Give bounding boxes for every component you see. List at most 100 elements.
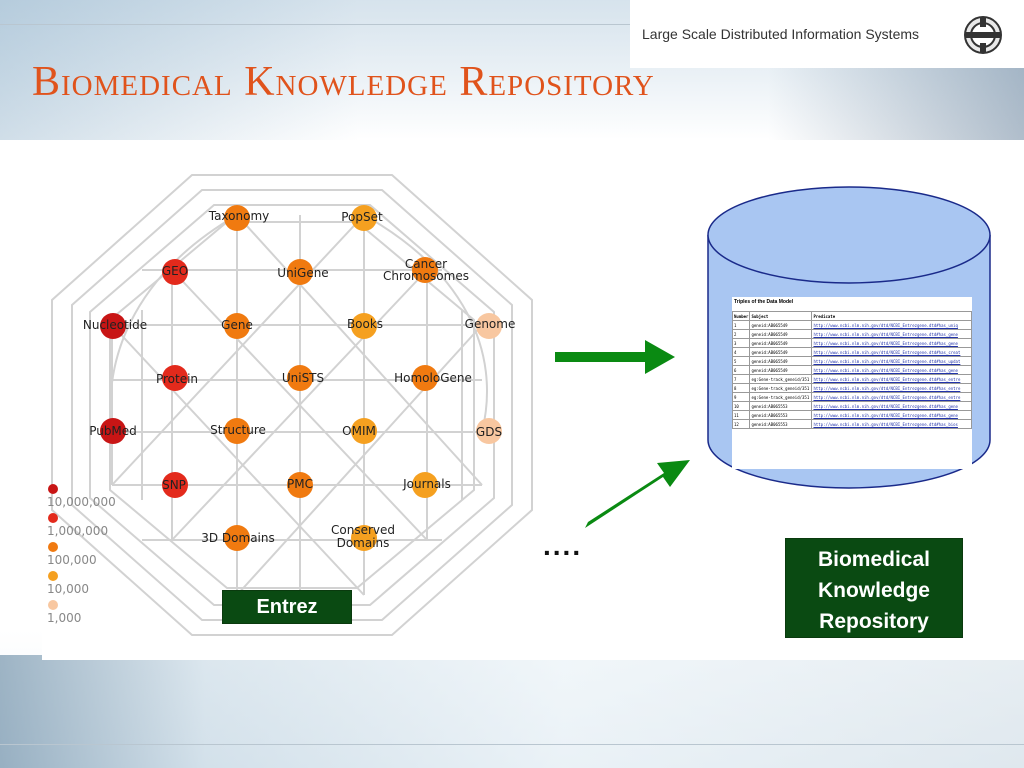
node-marker	[412, 472, 438, 498]
node-label: Chromosomes	[383, 269, 469, 283]
repository-label-line: Knowledge	[817, 579, 930, 602]
network-node-snp: SNP	[162, 472, 188, 498]
table-cell: eg:Gene-track_geneid/351	[749, 374, 813, 384]
legend-swatch	[48, 571, 58, 581]
table-cell: eg:Gene-track_geneid/351	[749, 392, 813, 402]
table-cell: 3	[732, 338, 751, 348]
node-label: HomoloGene	[394, 371, 472, 385]
network-node-homologene: HomoloGene	[394, 365, 472, 391]
predicate-link[interactable]: http://www.ncbi.nlm.nih.gov/dtd/NCBI_Ent…	[811, 356, 972, 366]
header-org-name: Large Scale Distributed Information Syst…	[642, 26, 920, 42]
table-cell: 2	[732, 329, 751, 339]
node-label: OMIM	[342, 424, 376, 438]
predicate-link[interactable]: http://www.ncbi.nlm.nih.gov/dtd/NCBI_Ent…	[811, 347, 972, 357]
node-label: UniGene	[277, 266, 328, 280]
node-marker	[412, 365, 438, 391]
table-cell: geneid:AB065549	[749, 329, 813, 339]
predicate-link[interactable]: http://www.ncbi.nlm.nih.gov/dtd/NCBI_Ent…	[811, 401, 972, 411]
column-header: Predicate	[811, 311, 972, 321]
table-cell: geneid:AB065549	[749, 347, 813, 357]
node-marker	[224, 313, 250, 339]
repository-label-box: Biomedical Knowledge Repository	[785, 538, 963, 638]
triples-table-panel: Triples of the Data Model Number Subject…	[732, 297, 972, 469]
network-node-gene: Gene	[221, 313, 253, 339]
table-cell: 4	[732, 347, 751, 357]
node-label: Cancer	[405, 257, 447, 271]
background-bottom-band	[0, 655, 1024, 768]
network-node-domains3d: 3D Domains	[201, 525, 275, 551]
predicate-link[interactable]: http://www.ncbi.nlm.nih.gov/dtd/NCBI_Ent…	[811, 374, 972, 384]
node-marker	[100, 313, 126, 339]
table-cell: geneid:AB065549	[749, 320, 813, 330]
table-cell: geneid:AB065553	[749, 410, 813, 420]
node-marker	[162, 259, 188, 285]
node-label: 3D Domains	[201, 531, 275, 545]
node-marker	[162, 365, 188, 391]
predicate-link[interactable]: http://www.ncbi.nlm.nih.gov/dtd/NCBI_Ent…	[811, 410, 972, 420]
table-cell: geneid:AB065549	[749, 338, 813, 348]
node-label: UniSTS	[282, 371, 324, 385]
table-cell: 7	[732, 374, 751, 384]
predicate-link[interactable]: http://www.ncbi.nlm.nih.gov/dtd/NCBI_Ent…	[811, 365, 972, 375]
node-label: PopSet	[341, 210, 383, 224]
table-cell: geneid:AB065553	[749, 401, 813, 411]
network-node-genome: Genome	[465, 313, 516, 339]
repository-label-line: Biomedical	[817, 548, 931, 571]
network-node-journals: Journals	[402, 472, 451, 498]
node-marker	[162, 472, 188, 498]
legend-swatch	[48, 542, 58, 552]
triples-header-row: Number Subject Predicate	[732, 311, 972, 321]
node-marker	[412, 257, 438, 283]
network-node-pubmed: PubMed	[89, 418, 137, 444]
predicate-link[interactable]: http://www.ncbi.nlm.nih.gov/dtd/NCBI_Ent…	[811, 419, 972, 429]
network-curved-links	[109, 214, 488, 433]
network-node-protein: Protein	[156, 365, 198, 391]
predicate-link[interactable]: http://www.ncbi.nlm.nih.gov/dtd/NCBI_Ent…	[811, 383, 972, 393]
table-cell: eg:Gene-track_geneid/351	[749, 383, 813, 393]
bottom-divider	[0, 744, 1024, 745]
node-label: Taxonomy	[208, 209, 270, 223]
table-cell: 5	[732, 356, 751, 366]
legend-label: 1,000,000	[47, 524, 108, 538]
node-marker	[287, 472, 313, 498]
node-label: Genome	[465, 317, 516, 331]
legend-label: 100,000	[47, 553, 97, 567]
network-node-unigene: UniGene	[277, 259, 329, 285]
predicate-link[interactable]: http://www.ncbi.nlm.nih.gov/dtd/NCBI_Ent…	[811, 338, 972, 348]
lsdis-gear-logo-icon	[964, 16, 1002, 54]
table-cell: 1	[732, 320, 751, 330]
flow-arrows	[555, 340, 690, 528]
arrow-up-right-icon	[585, 460, 690, 528]
network-node-unists: UniSTS	[282, 365, 324, 391]
predicate-link[interactable]: http://www.ncbi.nlm.nih.gov/dtd/NCBI_Ent…	[811, 320, 972, 330]
network-node-geo: GEO	[162, 259, 188, 285]
predicate-link[interactable]: http://www.ncbi.nlm.nih.gov/dtd/NCBI_Ent…	[811, 329, 972, 339]
network-ring-2	[71, 189, 513, 621]
table-cell: geneid:AB065553	[749, 419, 813, 429]
node-marker	[351, 313, 377, 339]
network-outer-ring	[51, 174, 533, 636]
node-marker	[287, 365, 313, 391]
network-node-gds: GDS	[476, 418, 502, 444]
network-node-taxonomy: Taxonomy	[208, 205, 270, 231]
node-marker	[351, 205, 377, 231]
node-label: Conserved	[331, 523, 395, 537]
node-label: Gene	[221, 318, 253, 332]
table-cell: geneid:AB065549	[749, 356, 813, 366]
node-label: Books	[347, 317, 383, 331]
table-cell: 9	[732, 392, 751, 402]
node-label: PubMed	[89, 424, 137, 438]
predicate-link[interactable]: http://www.ncbi.nlm.nih.gov/dtd/NCBI_Ent…	[811, 392, 972, 402]
node-marker	[100, 418, 126, 444]
